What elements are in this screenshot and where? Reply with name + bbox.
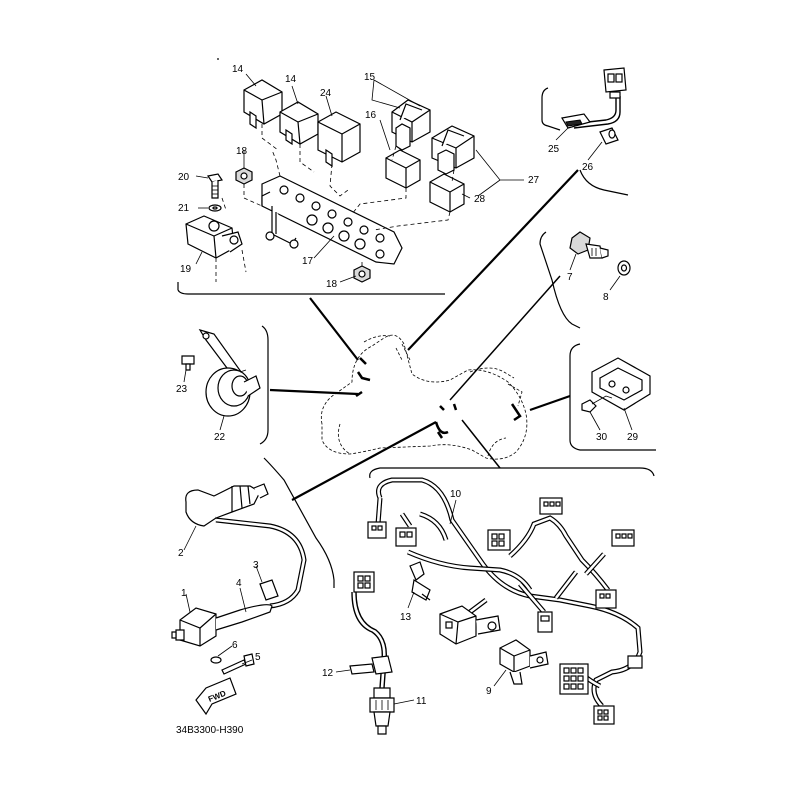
callout-22: 22 — [214, 432, 226, 443]
relay-14-left — [243, 79, 283, 130]
callout-14a: 14 — [232, 64, 244, 75]
group-leader-lines — [269, 169, 579, 501]
clamp-12 — [371, 655, 393, 675]
callout-17: 17 — [302, 256, 314, 267]
callout-9: 9 — [486, 686, 492, 697]
relay-15-lower — [431, 125, 475, 175]
group-brackets — [177, 58, 656, 588]
callout-16: 16 — [365, 110, 377, 121]
sensor-7 — [569, 231, 591, 255]
fwd-arrow — [195, 677, 237, 716]
horn-assembly — [181, 329, 261, 417]
callout-21: 21 — [178, 203, 190, 214]
callout-27: 27 — [528, 175, 540, 186]
ignition-coil-assembly — [171, 483, 307, 716]
callout-28: 28 — [474, 194, 486, 205]
seal-bracket — [569, 343, 656, 451]
callout-6: 6 — [232, 640, 238, 651]
callout-18a: 18 — [236, 146, 248, 157]
nut-18-top — [235, 167, 253, 185]
wire-harness-assembly — [349, 477, 643, 735]
callout-2: 2 — [178, 548, 184, 559]
callout-29: 29 — [627, 432, 639, 443]
callout-26: 26 — [582, 162, 594, 173]
callout-18b: 18 — [326, 279, 338, 290]
callout-19: 19 — [180, 264, 192, 275]
mounting-plate-17 — [261, 175, 403, 265]
relay-16 — [385, 149, 421, 189]
relay-assembly — [185, 79, 475, 283]
washer-6 — [210, 656, 222, 664]
callout-10: 10 — [450, 489, 462, 500]
sensor-7-assembly — [569, 231, 631, 276]
bolt-20 — [207, 173, 223, 199]
coil-bracket — [263, 457, 335, 588]
callout-8: 8 — [603, 292, 609, 303]
horn-bracket — [259, 325, 269, 445]
diagram-code: 34B3300-H390 — [176, 725, 244, 736]
harness-connectors — [353, 497, 643, 725]
callout-5: 5 — [255, 652, 261, 663]
callout-7: 7 — [567, 272, 573, 283]
callout-24: 24 — [320, 88, 332, 99]
bolt-23 — [181, 355, 195, 365]
callout-1: 1 — [181, 588, 187, 599]
callout-3: 3 — [253, 560, 259, 571]
plug-cap-2 — [185, 489, 220, 527]
callout-labels: 14 14 24 15 16 27 28 17 18 18 20 21 19 2… — [176, 64, 639, 707]
callout-leaders — [183, 73, 633, 705]
clip-13 — [409, 561, 431, 601]
callout-25: 25 — [548, 144, 560, 155]
motorcycle-outline — [320, 334, 528, 460]
callout-20: 20 — [178, 172, 190, 183]
callout-15: 15 — [364, 72, 376, 83]
switch-block — [439, 605, 501, 645]
washer-21 — [208, 204, 222, 212]
nut-30 — [581, 399, 597, 413]
seal-assembly — [581, 357, 651, 413]
callout-23: 23 — [176, 384, 188, 395]
switch-19 — [185, 215, 247, 282]
relay-14-right — [279, 101, 319, 146]
sensor-25-assembly — [561, 67, 627, 145]
callout-30: 30 — [596, 432, 608, 443]
relay-28 — [429, 173, 465, 213]
sensor-bracket-top — [541, 87, 629, 196]
sensor-11 — [349, 591, 395, 735]
callout-12: 12 — [322, 668, 334, 679]
relay-15-upper — [391, 99, 431, 151]
relay-group-bracket — [177, 58, 445, 295]
bolt-5 — [221, 659, 247, 675]
callout-13: 13 — [400, 612, 412, 623]
nut-18-bottom — [353, 265, 371, 283]
clamp-3 — [259, 579, 279, 601]
callout-4: 4 — [236, 578, 242, 589]
harness-bracket — [369, 467, 655, 479]
callout-14b: 14 — [285, 74, 297, 85]
relay-24 — [317, 111, 361, 168]
sensor-9 — [499, 639, 549, 685]
callout-11: 11 — [416, 696, 427, 707]
sensor-7-bracket — [539, 231, 581, 329]
